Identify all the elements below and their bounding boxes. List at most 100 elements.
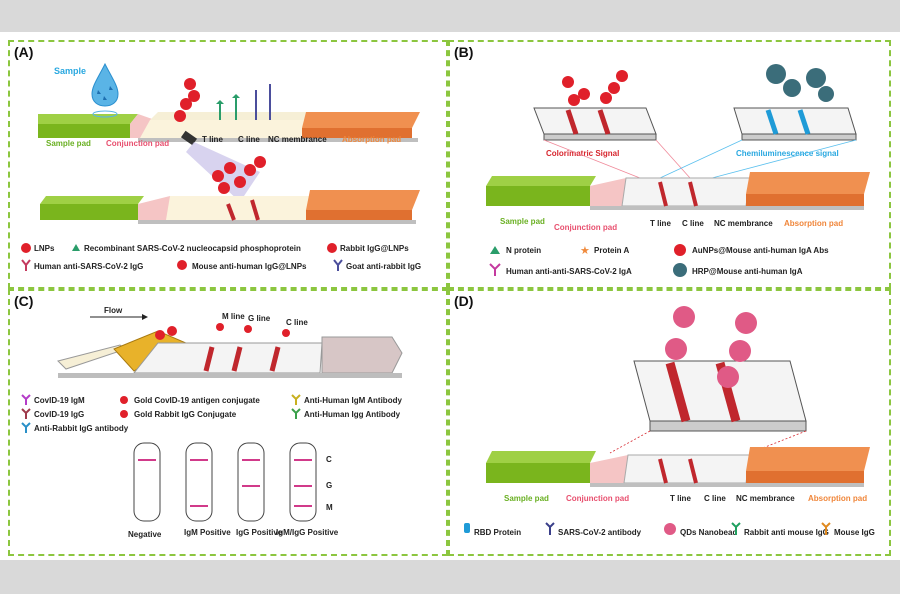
legend-b: N protein ★ Protein A AuNPs@Mouse anti-h… [489,244,829,277]
absorption-pad-d: Absorption pad [808,494,867,503]
panel-a-label: (A) [14,44,34,60]
mark-m: M [326,503,333,512]
legend-rabbit-mouse: Rabbit anti mouse IgG [744,528,829,537]
hrp-icon [673,263,687,277]
mouse-igg-icon [821,522,831,535]
result-igm-positive: IgM Positive [184,528,231,537]
rbd-icon [464,523,470,533]
flow-label: Flow [104,306,123,315]
mouse-igg-lnps-icon [177,260,187,270]
c-line-d: C line [704,494,726,503]
conjunction-pad-label: Conjunction pad [106,139,169,148]
panel-d: (D) Sample pad Conjunction pad [448,289,891,556]
legend-goat-rabbit: Goat anti-rabbit IgG [346,262,421,271]
legend-d: RBD Protein SARS-CoV-2 antibody QDs Nano… [464,522,875,537]
panel-a-diagram: Sample Sample pad Conjunction pad T line… [21,62,421,271]
strip-c [57,323,403,378]
strip-a-bottom [40,190,420,224]
tline-top [216,94,240,120]
lnps-cluster-bottom [212,156,266,194]
cline-top [255,84,271,120]
qds-icon [664,523,676,535]
result-negative: Negative [128,530,162,539]
panel-d-label: (D) [454,293,474,309]
panel-b-label: (B) [454,44,474,60]
rabbit-igg-lnps-icon [327,243,337,253]
legend-mouse-igg: Mouse anti-human IgG@LNPs [192,262,307,271]
panel-c-diagram: Flow M line G line C line CovID-19 IgM C… [21,306,403,539]
mark-c: C [326,455,332,464]
absorption-pad-b: Absorption pad [784,219,843,228]
sample-label: Sample [54,66,86,76]
legend-protein-a: Protein A [594,246,629,255]
legend-anti-human-igm: Anti-Human IgM Antibody [304,396,402,405]
nc-membrane-d: NC membrance [736,494,795,503]
legend-gold-antigen: Gold CovID-19 antigen conjugate [134,396,260,405]
conjunction-pad-d: Conjunction pad [566,494,629,503]
colorimetric-label: Colorimatric Signal [546,149,619,158]
chemi-label: Chemiluminescence signal [736,149,839,158]
human-iga-icon [489,263,501,276]
panel-a: (A) Sample [8,40,448,289]
t-line-label: T line [202,135,223,144]
human-igg-icon [21,259,31,271]
legend-anti-rabbit: Anti-Rabbit IgG antibody [34,424,129,433]
guide-lines-blue [659,139,857,179]
legend-rbd: RBD Protein [474,528,521,537]
strip-d [486,447,870,487]
gold-rabbit-icon [120,410,128,418]
absorption-pad-label: Absorption pad [342,135,401,144]
legend-igg: CovID-19 IgG [34,410,84,419]
legend-a: LNPs Recombinant SARS-CoV-2 nucleocapsid… [21,243,421,271]
panel-c-label: (C) [14,293,34,309]
sample-pad-b: Sample pad [500,217,545,226]
legend-anti-human-igg: Anti-Human Igg Antibody [304,410,401,419]
legend-lnps: LNPs [34,244,55,253]
nucleocapsid-icon [72,244,80,251]
g-line-label: G line [248,314,271,323]
anti-rabbit-icon [21,422,31,433]
panel-b-diagram: Colorimatric Signal Chemiluminescence si… [486,64,870,277]
igg-icon [21,408,31,419]
legend-c: CovID-19 IgM CovID-19 IgG Anti-Rabbit Ig… [21,394,402,433]
m-line-label: M line [222,312,245,321]
lnps-cluster-top [174,78,200,122]
anti-human-igg-icon [291,408,301,419]
zoom-inset-d [633,306,807,432]
anti-human-igm-icon [291,394,301,405]
result-igg-positive: IgG Positive [236,528,283,537]
result-igm-igg-positive: IgM/IgG Positive [276,528,339,537]
sample-droplet-icon [91,62,119,118]
legend-human-igg: Human anti-SARS-CoV-2 IgG [34,262,143,271]
aunps-icon [674,244,686,256]
conjunction-pad-b: Conjunction pad [554,223,617,232]
legend-qds: QDs Nanobead [680,528,737,537]
legend-sars-ab: SARS-CoV-2 antibody [558,528,642,537]
gold-antigen-icon [120,396,128,404]
c-line-c-label: C line [286,318,308,327]
legend-mouse-igg-d: Mouse IgG [834,528,875,537]
legend-rabbit-igg: Rabbit IgG@LNPs [340,244,409,253]
t-line-b: T line [650,219,671,228]
guide-lines-red [543,139,691,179]
result-cassettes [133,442,317,522]
panel-d-diagram: Sample pad Conjunction pad T line C line… [464,306,875,537]
legend-hrp: HRP@Mouse anti-human IgA [692,267,803,276]
strip-a-top [38,112,420,142]
sample-pad-d: Sample pad [504,494,549,503]
sample-pad-label: Sample pad [46,139,91,148]
legend-igm: CovID-19 IgM [34,396,85,405]
sars-ab-icon [545,522,555,535]
goat-rabbit-icon [333,259,343,271]
legend-gold-rabbit: Gold Rabbit IgG Conjugate [134,410,237,419]
panel-c: (C) Flow M line G line C line CovID-19 I… [8,289,448,556]
nc-membrane-label: NC membrance [268,135,327,144]
n-protein-icon [490,246,500,254]
mark-g: G [326,481,332,490]
panel-b: (B) Colorimatric Signal Chemiluminescenc… [448,40,891,289]
c-line-label: C line [238,135,260,144]
legend-aunps: AuNPs@Mouse anti-human IgA Abs [692,246,829,255]
legend-nucleocapsid: Recombinant SARS-CoV-2 nucleocapsid phos… [84,244,301,253]
igm-icon [21,394,31,405]
lnps-icon [21,243,31,253]
